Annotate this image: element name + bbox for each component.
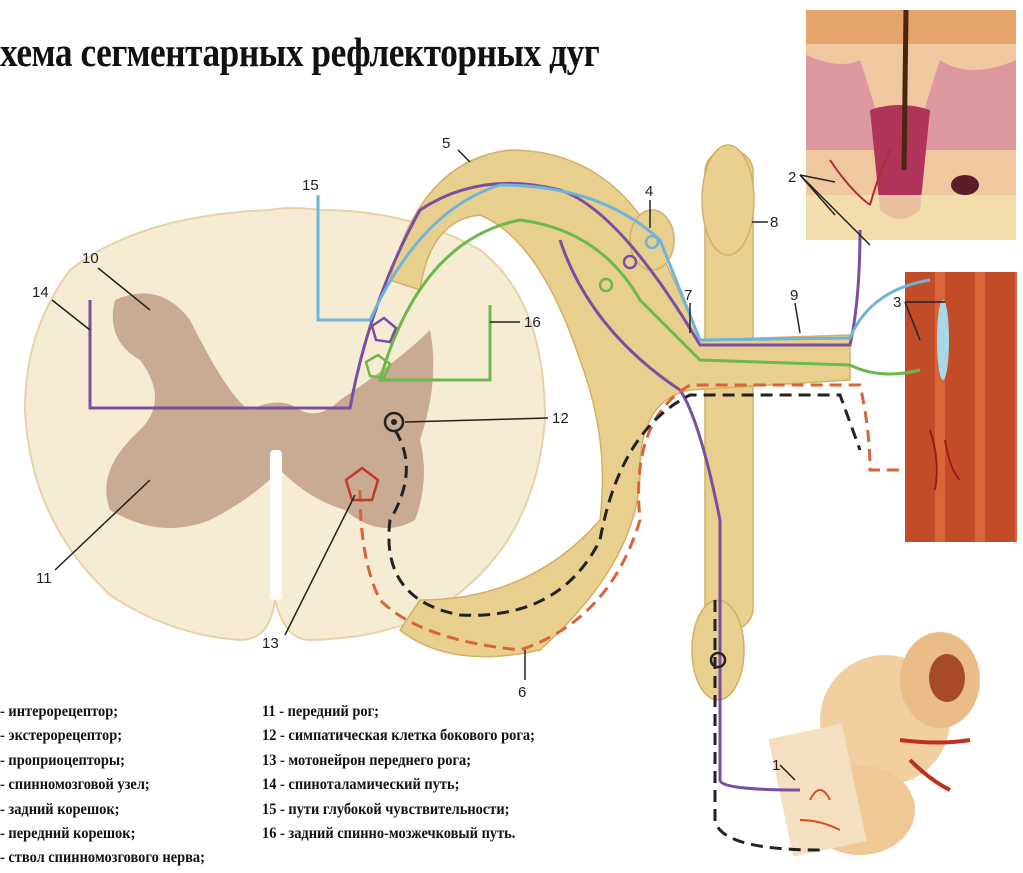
- callout-6: 6: [518, 684, 526, 701]
- legend-item: 12 - симпатическая клетка бокового рога;: [262, 724, 535, 748]
- callout-16: 16: [524, 314, 541, 331]
- legend-item: - проприоцепторы;: [0, 749, 205, 773]
- callout-15: 15: [302, 177, 319, 194]
- legend-item: - интерорецептор;: [0, 700, 205, 724]
- legend-item: - ствол спинномозгового нерва;: [0, 846, 205, 870]
- callout-7: 7: [684, 287, 692, 304]
- legend-left: - интерорецептор; - экстерорецептор; - п…: [0, 700, 205, 871]
- callout-9: 9: [790, 287, 798, 304]
- callout-2: 2: [788, 169, 796, 186]
- skin-tissue: [806, 10, 1016, 240]
- callout-13: 13: [262, 635, 279, 652]
- legend-item: 13 - мотонейрон переднего рога;: [262, 749, 535, 773]
- legend-item: - экстерорецептор;: [0, 724, 205, 748]
- legend-item: - спинномозговой узел;: [0, 773, 205, 797]
- legend-item: 11 - передний рог;: [262, 700, 535, 724]
- legend-item: 14 - спиноталамический путь;: [262, 773, 535, 797]
- callout-12: 12: [552, 410, 569, 427]
- legend-item: - передний корешок;: [0, 822, 205, 846]
- callout-8: 8: [770, 214, 778, 231]
- legend-item: 15 - пути глубокой чувствительности;: [262, 798, 535, 822]
- callout-14: 14: [32, 284, 49, 301]
- callout-10: 10: [82, 250, 99, 267]
- callout-3: 3: [893, 294, 901, 311]
- callout-11: 11: [36, 570, 52, 587]
- callout-5: 5: [442, 135, 450, 152]
- callout-4: 4: [645, 183, 653, 200]
- legend-item: 16 - задний спинно-мозжечковый путь.: [262, 822, 535, 846]
- intestine-organ: [768, 632, 980, 857]
- legend-right: 11 - передний рог; 12 - симпатическая кл…: [262, 700, 535, 846]
- legend-item: - задний корешок;: [0, 798, 205, 822]
- muscle-tissue: [905, 272, 1017, 542]
- callout-1: 1: [772, 757, 780, 774]
